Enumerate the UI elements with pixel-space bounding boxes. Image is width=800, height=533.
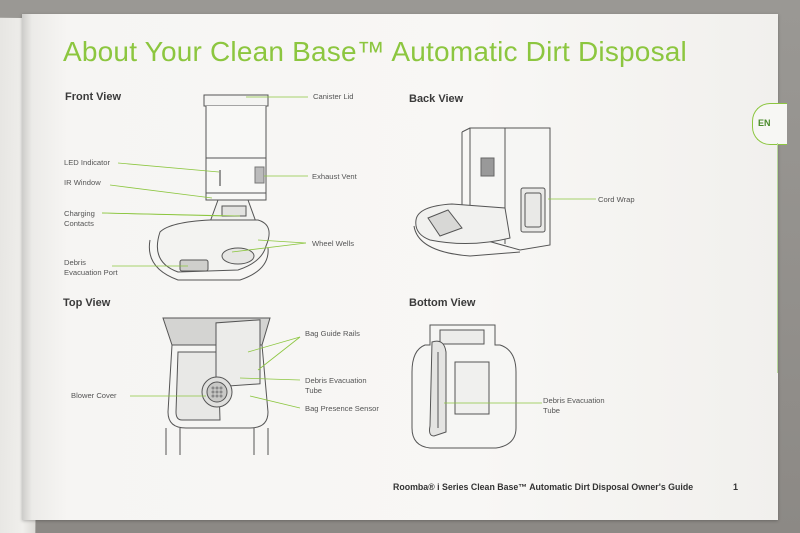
label-debris-port-line2: Evacuation Port xyxy=(64,268,118,277)
label-wheel-wells: Wheel Wells xyxy=(312,239,355,248)
label-charging-contacts-line1: Charging xyxy=(64,209,95,218)
label-blower-cover: Blower Cover xyxy=(71,391,117,400)
top-view-illustration xyxy=(162,317,271,455)
bottom-debris-tube-plate-shape xyxy=(454,361,490,415)
label-charging-contacts-line2: Contacts xyxy=(64,219,94,228)
label-canister-lid: Canister Lid xyxy=(313,92,354,101)
page-gutter-shadow xyxy=(22,14,32,520)
label-debris-tube-top-line2: Tube xyxy=(305,386,323,395)
label-debris-tube-top-line1: Debris Evacuation xyxy=(305,376,367,385)
label-ir-window: IR Window xyxy=(64,178,101,187)
front-view-leaders xyxy=(101,96,308,267)
back-cord-wrap-shape xyxy=(520,187,546,233)
label-debris-port-line1: Debris xyxy=(64,258,86,267)
label-debris-tube-bottom-line1: Debris Evacuation xyxy=(543,396,605,405)
front-exhaust-vent-shape xyxy=(254,166,265,184)
language-tab-label: EN xyxy=(758,118,771,128)
label-cord-wrap: Cord Wrap xyxy=(598,195,635,204)
section-top-view: Top View xyxy=(63,297,111,309)
label-led-indicator: LED Indicator xyxy=(64,158,111,167)
label-debris-tube-bottom-line2: Tube xyxy=(543,406,561,415)
page-number: 1 xyxy=(733,482,739,492)
back-exhaust-grille-shape xyxy=(480,157,495,177)
front-view-illustration xyxy=(148,94,270,281)
label-exhaust-vent: Exhaust Vent xyxy=(312,172,357,181)
section-back-view: Back View xyxy=(409,93,464,105)
front-evacuation-port-shape xyxy=(179,259,209,272)
top-view-leaders xyxy=(130,336,301,409)
label-bag-presence-sensor: Bag Presence Sensor xyxy=(305,404,379,413)
tab-edge-line xyxy=(777,143,778,373)
bottom-view-illustration xyxy=(411,324,517,449)
section-bottom-view: Bottom View xyxy=(409,297,476,309)
section-front-view: Front View xyxy=(65,91,122,103)
footer-guide-title: Roomba® i Series Clean Base™ Automatic D… xyxy=(393,482,694,492)
manual-page xyxy=(22,14,778,520)
page-title: About Your Clean Base™ Automatic Dirt Di… xyxy=(63,36,687,67)
label-bag-guide-rails: Bag Guide Rails xyxy=(305,329,360,338)
back-view-illustration xyxy=(413,127,551,257)
language-tab xyxy=(752,103,787,145)
